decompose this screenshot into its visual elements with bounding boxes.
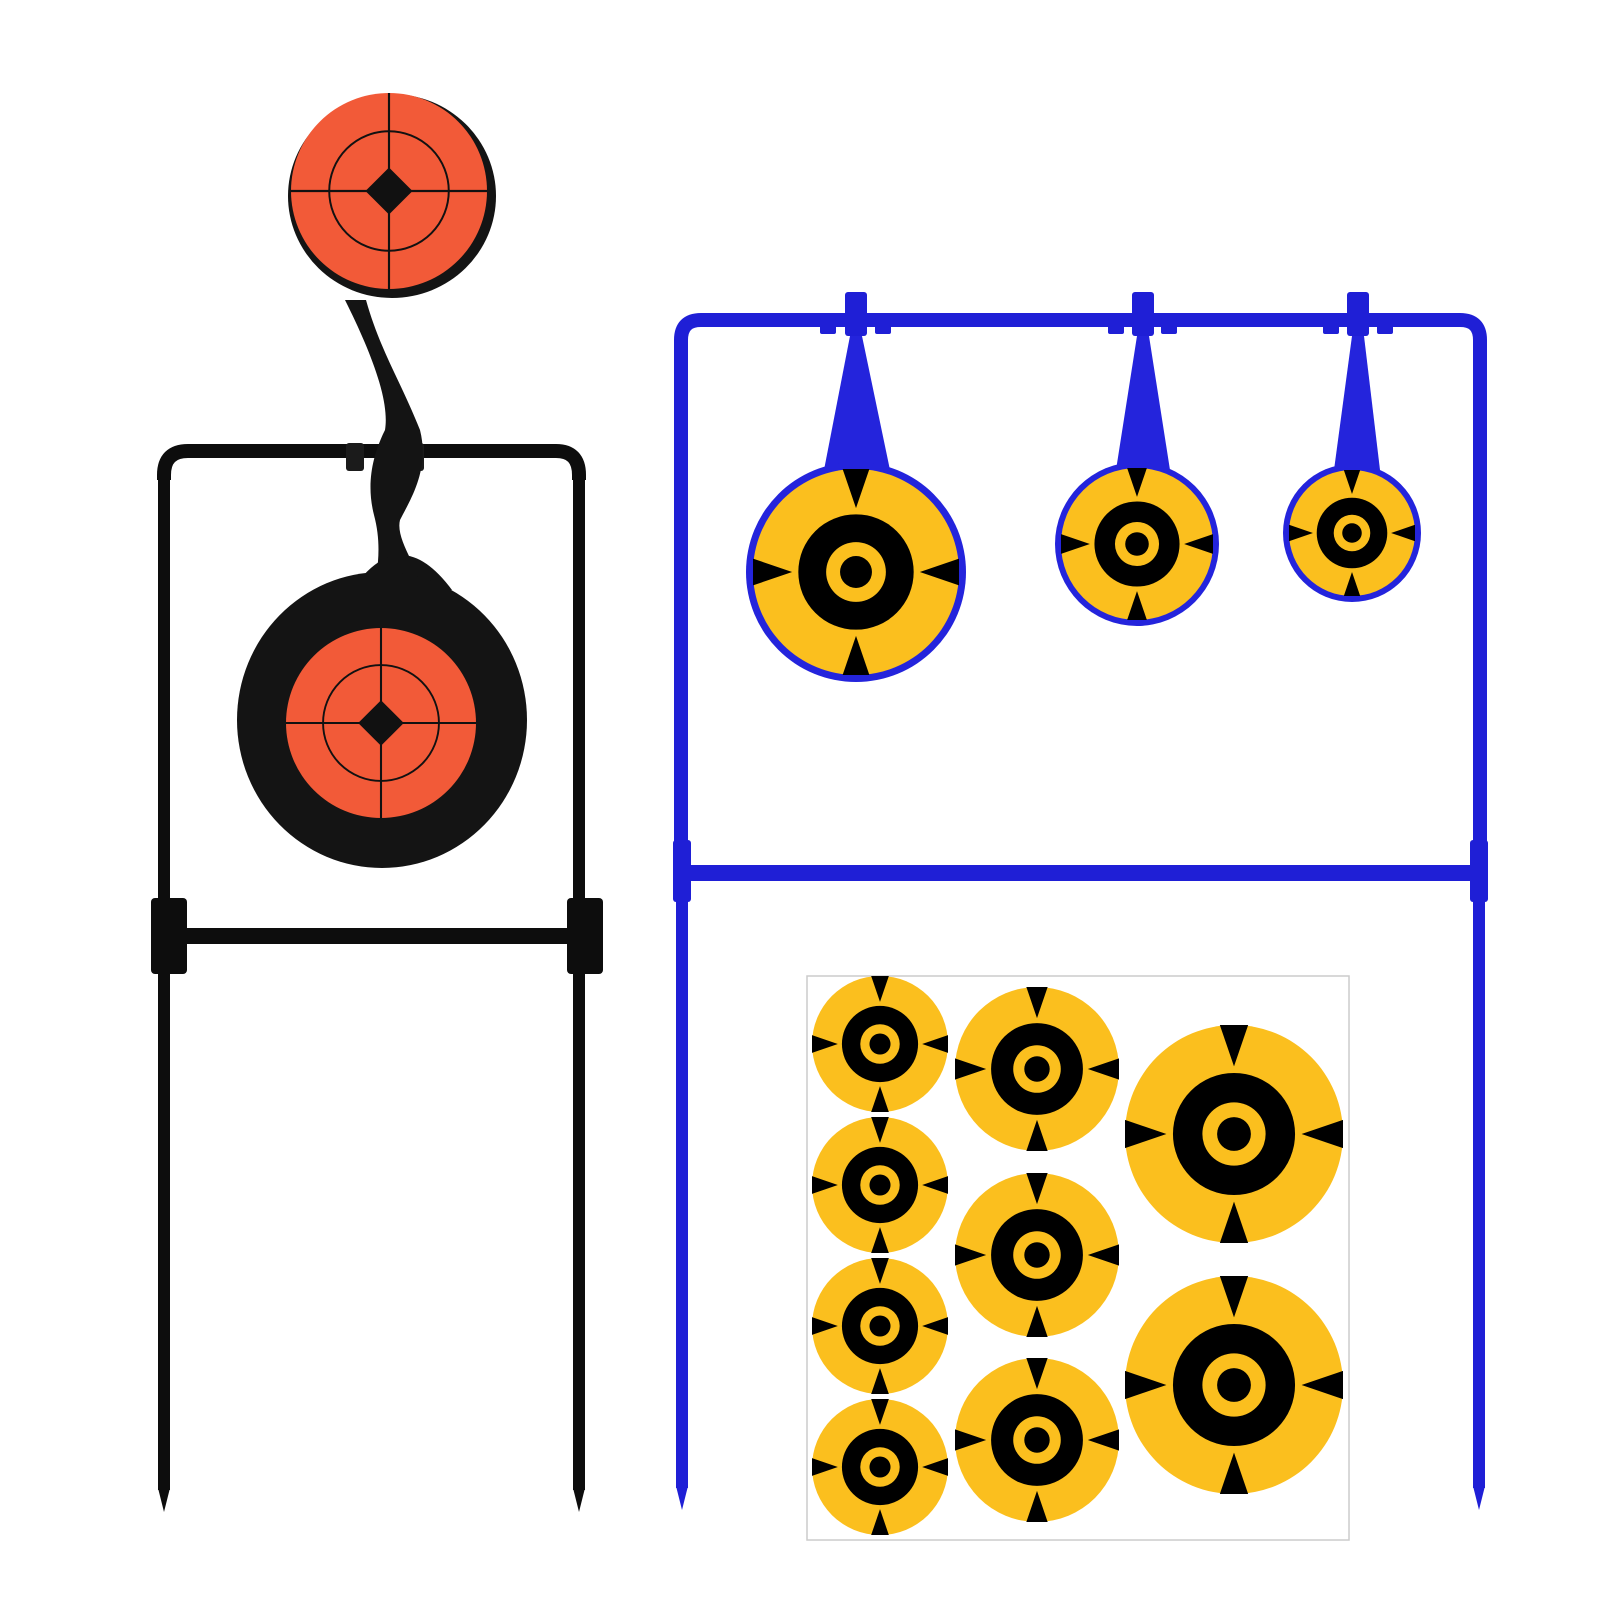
blue-frame-crossbar [688,865,1473,881]
sticker-small [812,1258,948,1394]
large-paddle [746,336,966,682]
double-spinner-target [151,93,603,1512]
sticker-medium [955,1173,1119,1337]
medium-paddle [1055,336,1219,626]
sticker-small [812,1117,948,1253]
large-bottom-plate [237,555,527,868]
sticker-large [1125,1025,1343,1243]
sticker-large [1125,1276,1343,1494]
sticker-medium [955,987,1119,1151]
sticker-small [812,976,948,1112]
spinner-twisted-arm [345,300,428,600]
triple-paddle-spinner-target [673,292,1488,1510]
small-paddle [1283,336,1421,602]
replacement-target-stickers [806,975,1350,1541]
left-frame-legs [151,470,603,1512]
blue-frame-outline [674,313,1487,880]
small-top-plate [288,93,496,298]
left-frame-top [157,444,586,480]
sticker-medium [955,1358,1119,1522]
sticker-small [812,1399,948,1535]
blue-frame-legs [673,292,1488,1510]
